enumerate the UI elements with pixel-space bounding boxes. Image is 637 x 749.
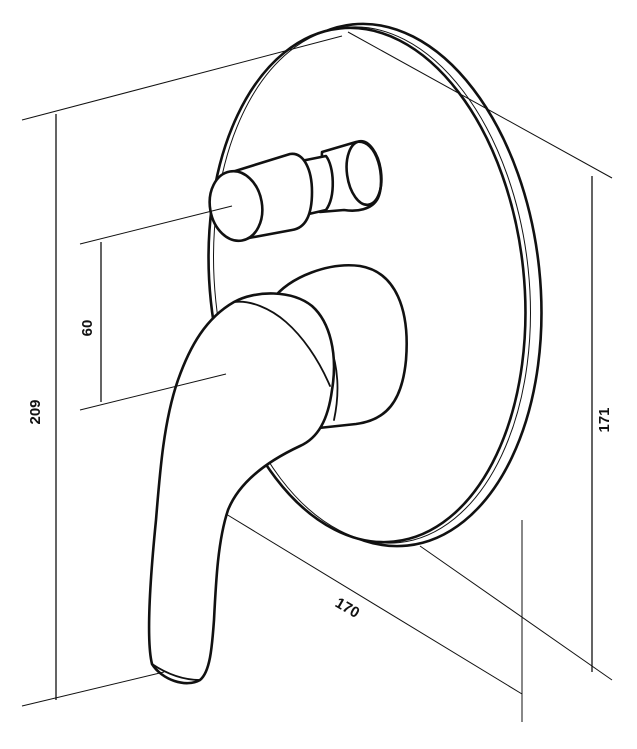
ext-line-top-left [21,35,343,121]
lever-tip [151,663,201,681]
diverter-cap [208,169,264,243]
ext-line-60-bottom [79,373,227,411]
ext-line-plate-top [347,31,613,179]
dimension-lever-offset: 60 [79,205,233,411]
plate-rim-line [213,26,531,544]
diverter-knob [208,139,383,243]
dim-line-170 [225,513,523,695]
lever-handle [147,292,336,685]
dim-label-170: 170 [332,594,362,621]
lever-assembly [147,264,408,685]
ext-line-171-bottom [419,545,613,681]
dim-label-60: 60 [79,320,96,337]
lever-ridge [233,300,331,387]
dimension-total-height: 209 [21,35,343,707]
dimension-plate-height: 171 [419,176,613,681]
diverter-stem-end [345,139,383,207]
ext-line-bottom-left [21,671,165,707]
dim-label-171: 171 [596,407,613,432]
dim-label-209: 209 [27,399,44,424]
ext-line-60-top [79,205,233,245]
